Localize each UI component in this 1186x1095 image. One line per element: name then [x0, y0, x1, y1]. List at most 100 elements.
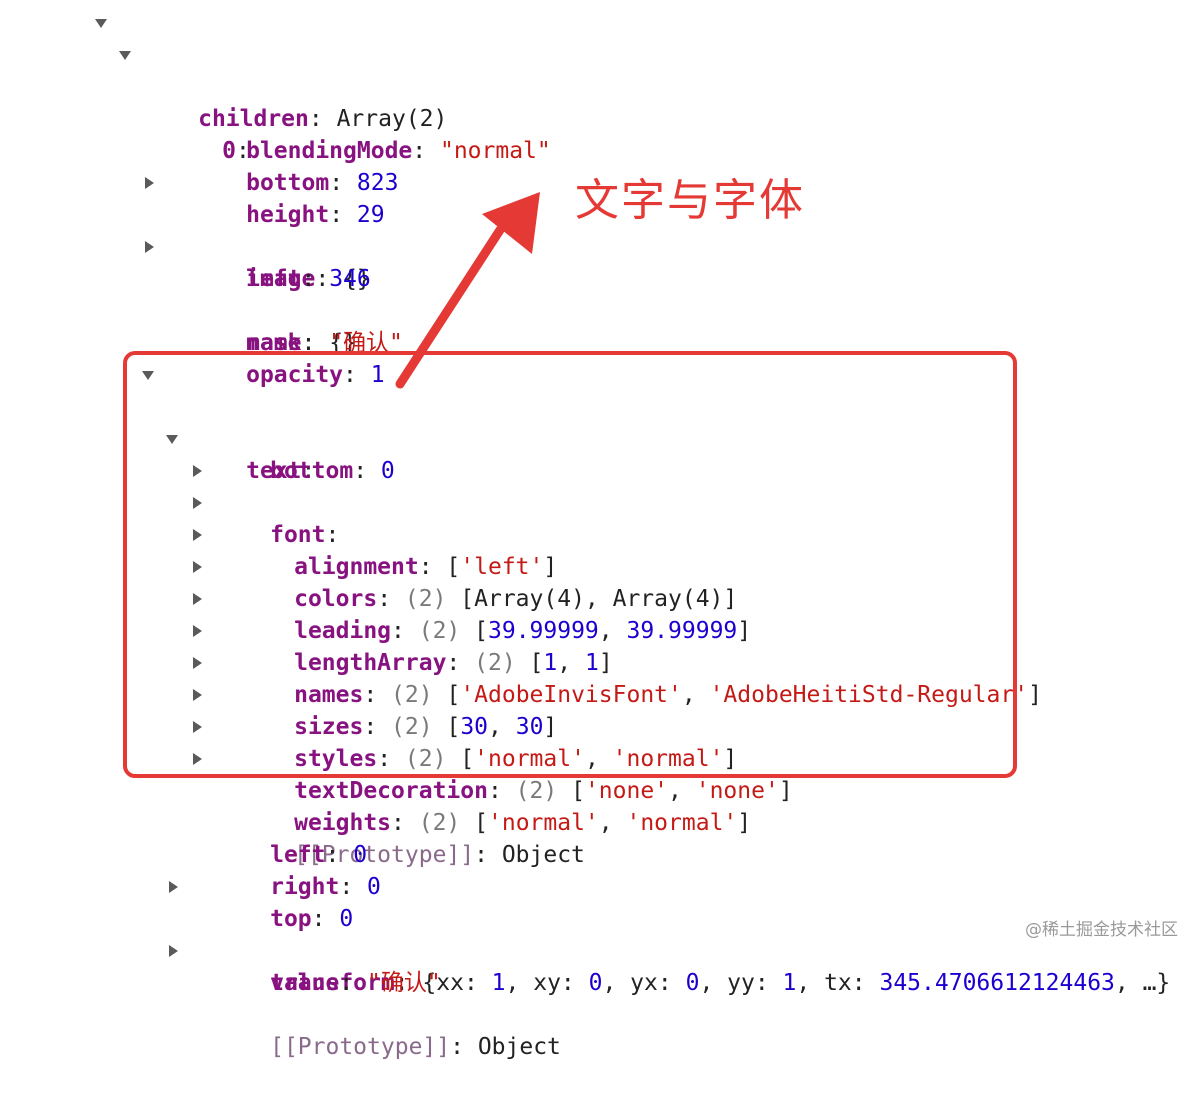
array-value-2: 'AdobeHeitiStd-Regular' — [709, 682, 1029, 708]
separator: , — [681, 682, 710, 708]
triangle-right-icon[interactable] — [193, 625, 202, 637]
property-value: 0 — [367, 874, 381, 900]
array-count: (2) — [474, 650, 516, 676]
tree-row-text-left[interactable]: left: 0 — [270, 842, 368, 868]
bracket: ] — [598, 650, 613, 676]
array-value-1: 'AdobeInvisFont' — [460, 682, 682, 708]
tree-row-children[interactable]: children: Array(2) — [0, 7, 447, 132]
separator: , — [668, 778, 696, 804]
array-value-2: 'none' — [695, 778, 779, 804]
property-value: 346 — [329, 266, 371, 292]
array-count: (2) — [391, 682, 433, 708]
triangle-down-icon[interactable] — [119, 51, 131, 60]
transform-xy: 0 — [588, 970, 603, 996]
triangle-right-icon[interactable] — [193, 721, 202, 733]
property-value: [Array(4), Array(4)] — [460, 586, 738, 612]
array-count: (2) — [391, 714, 433, 740]
array-value-2: 30 — [515, 714, 544, 740]
tree-row-image[interactable]: image: {} — [0, 167, 371, 292]
triangle-right-icon[interactable] — [193, 689, 202, 701]
triangle-right-icon[interactable] — [193, 657, 202, 669]
tree-row-bottom[interactable]: bottom: 823 — [246, 170, 399, 196]
tree-row-text-bottom[interactable]: bottom: 0 — [270, 458, 395, 484]
property-value: "normal" — [439, 138, 551, 164]
triangle-right-icon[interactable] — [193, 529, 202, 541]
property-key: names — [294, 682, 364, 708]
triangle-right-icon[interactable] — [193, 561, 202, 573]
tree-row-prototype[interactable]: [[Prototype]]: Object — [0, 743, 585, 868]
tree-row-sizes[interactable]: sizes: (2) [30, 30] — [0, 615, 557, 740]
tree-row-styles[interactable]: styles: (2) ['normal', 'normal'] — [0, 647, 737, 772]
tree-row-alignment[interactable]: alignment: ['left'] — [0, 455, 557, 580]
property-key: image — [246, 266, 316, 292]
array-value-2: 39.99999 — [626, 618, 738, 644]
property-value: Array(2) — [336, 106, 448, 132]
bracket: ] — [737, 810, 752, 836]
bracket: [ — [446, 714, 461, 740]
property-key: [[Prototype]] — [294, 842, 475, 868]
separator: , — [557, 650, 585, 676]
object-preview-part: , …} — [1114, 970, 1171, 996]
array-value-2: 1 — [584, 650, 599, 676]
triangle-right-icon[interactable] — [193, 753, 202, 765]
property-key: text — [246, 458, 302, 484]
triangle-right-icon[interactable] — [145, 241, 154, 253]
bracket: ] — [723, 746, 738, 772]
tree-row-colors[interactable]: colors: (2) [Array(4), Array(4)] — [0, 487, 737, 612]
property-key: bottom — [246, 170, 330, 196]
property-key: sizes — [294, 714, 364, 740]
property-value: "确认" — [367, 970, 441, 996]
bracket: ] — [778, 778, 793, 804]
tree-row-opacity[interactable]: opacity: 1 — [246, 362, 385, 388]
tree-row-left[interactable]: left: 346 — [246, 266, 371, 292]
triangle-down-icon[interactable] — [166, 435, 178, 444]
bracket: [ — [460, 746, 475, 772]
array-value-1: 'none' — [584, 778, 669, 804]
tree-row-item-0[interactable]: 0: — [0, 39, 250, 164]
array-count: (2) — [515, 778, 558, 804]
bracket: ] — [1028, 682, 1042, 708]
array-value-1: 'normal' — [474, 746, 585, 772]
bracket: [ — [474, 618, 488, 644]
arrow-icon — [395, 192, 540, 389]
property-value: 0 — [339, 906, 354, 932]
triangle-right-icon[interactable] — [145, 177, 154, 189]
property-value: {} — [343, 266, 371, 292]
triangle-right-icon[interactable] — [193, 465, 202, 477]
tree-row-height[interactable]: height: 29 — [246, 202, 385, 228]
property-value: 0 — [353, 842, 368, 868]
tree-row-textDecoration[interactable]: textDecoration: (2) ['none', 'none'] — [0, 679, 793, 804]
tree-row-font[interactable]: font: — [0, 423, 339, 548]
tree-row-weights[interactable]: weights: (2) ['normal', 'normal'] — [0, 711, 751, 836]
triangle-right-icon[interactable] — [193, 497, 202, 509]
array-value-2: 'normal' — [612, 746, 724, 772]
annotation-label: 文字与字体 — [575, 175, 805, 226]
separator: , — [584, 746, 613, 772]
triangle-right-icon[interactable] — [169, 945, 178, 957]
triangle-right-icon[interactable] — [193, 593, 202, 605]
tree-row-leading[interactable]: leading: (2) [39.99999, 39.99999] — [0, 519, 751, 644]
transform-tx: 345.4706612124463 — [879, 970, 1115, 996]
property-value: 823 — [356, 170, 399, 196]
transform-yy: 1 — [782, 970, 797, 996]
property-key: alignment — [294, 554, 419, 580]
property-value: 0 — [380, 458, 395, 484]
array-value-2: 'normal' — [626, 810, 738, 836]
property-key: height — [246, 202, 330, 228]
array-value-1: 39.99999 — [488, 618, 599, 644]
tree-row-text[interactable]: text: — [0, 359, 315, 484]
tree-row-blendingMode[interactable]: blendingMode: "normal" — [246, 138, 551, 164]
tree-row-text-top[interactable]: top: 0 — [270, 906, 354, 932]
tree-row-text-right[interactable]: right: 0 — [270, 874, 381, 900]
bracket: [ — [446, 554, 461, 580]
array-value-1: 30 — [460, 714, 489, 740]
triangle-down-icon[interactable] — [142, 371, 154, 380]
property-key: left — [246, 266, 302, 292]
property-key: opacity — [246, 362, 344, 388]
triangle-down-icon[interactable] — [95, 19, 107, 28]
tree-row-lengthArray[interactable]: lengthArray: (2) [1, 1] — [0, 551, 613, 676]
property-key: colors — [294, 586, 378, 612]
tree-row-names[interactable]: names: (2) ['AdobeInvisFont', 'AdobeHeit… — [0, 583, 1042, 708]
triangle-right-icon[interactable] — [169, 881, 178, 893]
property-key: textDecoration — [294, 778, 488, 804]
